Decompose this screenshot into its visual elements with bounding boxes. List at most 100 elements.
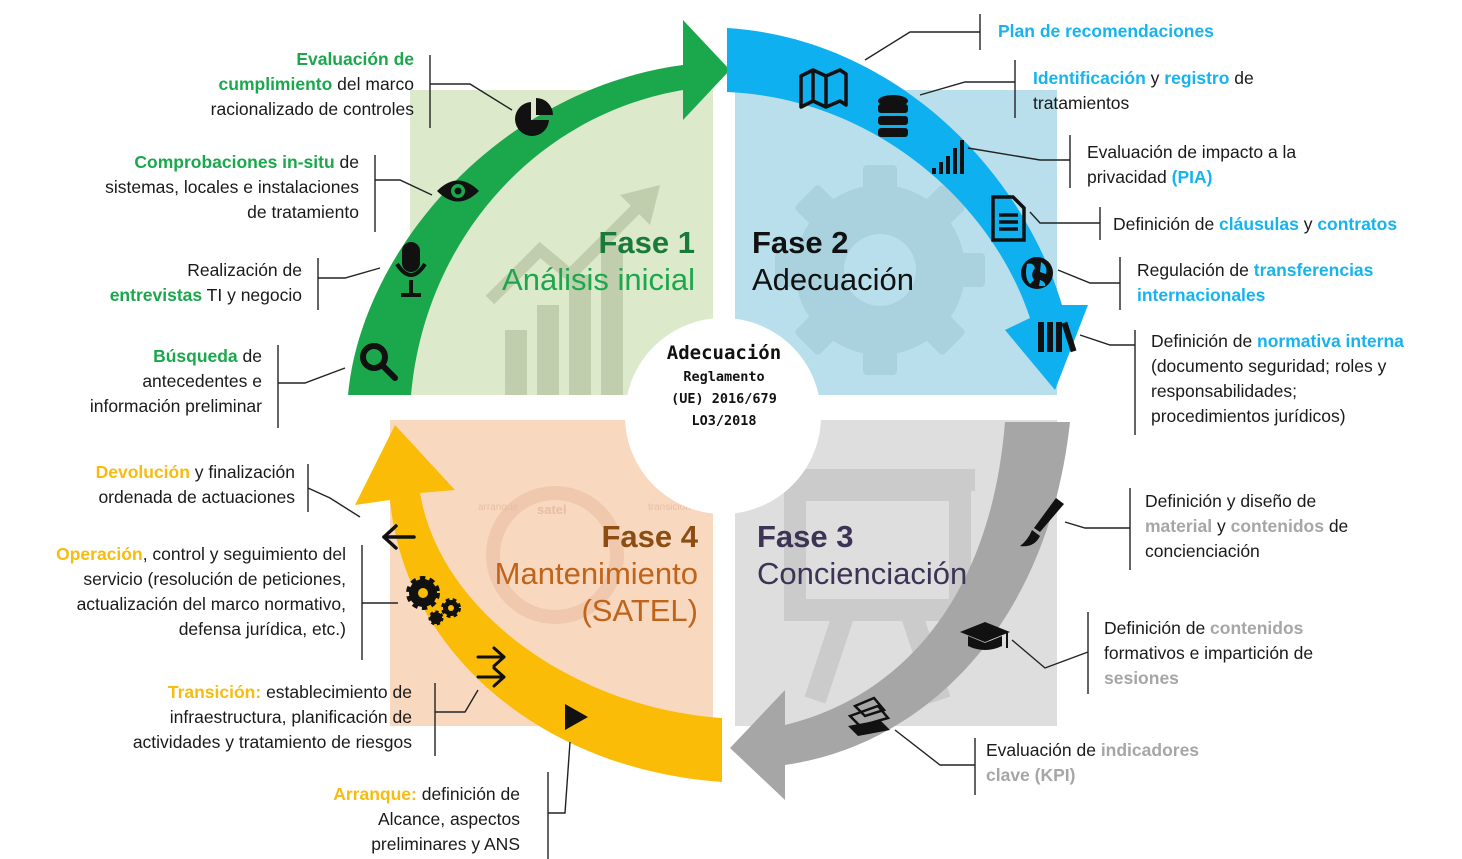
- label-text: Alcance, aspectos: [377, 809, 520, 829]
- label-text: entrevistas: [109, 285, 203, 305]
- graduation-cap-icon: [960, 622, 1010, 650]
- phase1-heading: Fase 1 Análisis inicial: [455, 224, 695, 298]
- label-text: formativos e impartición de: [1104, 643, 1314, 663]
- label-text: de: [1229, 68, 1254, 88]
- label-text: Definición de: [1104, 618, 1211, 638]
- label-text: Búsqueda: [153, 346, 238, 366]
- label-text: defensa jurídica, etc.): [178, 619, 346, 639]
- label-text: Regulación de: [1137, 260, 1254, 280]
- label-text: Comprobaciones in-situ: [134, 152, 335, 172]
- phase2-number: Fase 2: [752, 225, 849, 260]
- label-text: procedimientos jurídicos): [1151, 406, 1346, 426]
- label-text: de: [1323, 516, 1349, 536]
- label-text: concienciación: [1145, 541, 1260, 561]
- papers-icon: [847, 696, 891, 736]
- satel-cycle-watermark: satel arranque transición: [478, 486, 691, 624]
- label-text: Arranque:: [333, 784, 417, 804]
- eye-icon: [437, 180, 479, 202]
- label-text: del marco: [332, 74, 414, 94]
- label-text: contenidos: [1230, 516, 1324, 536]
- phase4-heading: Fase 4 Mantenimiento (SATEL): [455, 518, 698, 629]
- label-text: contratos: [1317, 214, 1398, 234]
- label-text: Definición de: [1151, 331, 1258, 351]
- growth-chart-watermark: [485, 185, 660, 395]
- label-busqueda: Búsqueda de antecedentes e información p…: [2, 344, 262, 419]
- phase1-name: Análisis inicial: [502, 262, 695, 297]
- center-line-1: Reglamento: [683, 369, 765, 385]
- label-text: preliminares y ANS: [371, 834, 520, 854]
- label-text: clave (KPI): [986, 765, 1076, 785]
- label-text: establecimiento de: [261, 682, 412, 702]
- label-text: ordenada de actuaciones: [98, 487, 295, 507]
- label-operacion: Operación, control y seguimiento del ser…: [6, 542, 346, 642]
- magnifier-icon: [360, 343, 398, 381]
- label-text: TI y negocio: [202, 285, 302, 305]
- play-icon: [565, 704, 588, 730]
- label-text: sesiones: [1104, 668, 1179, 688]
- label-text: cumplimiento: [218, 74, 333, 94]
- phase2-heading: Fase 2 Adecuación: [752, 224, 992, 298]
- label-text: información preliminar: [89, 396, 262, 416]
- phase3-name: Concienciación: [757, 556, 968, 591]
- label-text: de: [237, 346, 262, 366]
- label-text: de: [334, 152, 359, 172]
- phase3-grey-arrow: [730, 422, 1070, 800]
- label-text: antecedentes e: [142, 371, 262, 391]
- label-text: y: [1145, 68, 1165, 88]
- label-text: cláusulas: [1219, 214, 1299, 234]
- center-line-2: (UE) 2016/679: [671, 391, 777, 407]
- signal-bars-icon: [932, 140, 964, 174]
- pie-chart-icon: [515, 98, 553, 136]
- watermark-transicion: transición: [648, 502, 691, 513]
- label-material-concienciacion: Definición y diseño de material y conten…: [1145, 489, 1445, 564]
- phase4-name: Mantenimiento (SATEL): [494, 556, 698, 628]
- label-devolucion: Devolución y finalización ordenada de ac…: [5, 460, 295, 510]
- label-text: Operación: [56, 544, 143, 564]
- label-text: y: [1212, 516, 1231, 536]
- label-text: internacionales: [1137, 285, 1266, 305]
- watermark-satel: satel: [537, 502, 567, 517]
- label-text: Realización de: [187, 260, 302, 280]
- phase3-number: Fase 3: [757, 519, 854, 554]
- label-identificacion-registro: Identificación y registro de tratamiento…: [1033, 66, 1333, 116]
- label-clausulas-contratos: Definición de cláusulas y contratos: [1113, 212, 1458, 237]
- microphone-icon: [395, 242, 427, 297]
- label-text: Evaluación de: [296, 49, 414, 69]
- phase2-name: Adecuación: [752, 262, 915, 297]
- label-normativa-interna: Definición de normativa interna (documen…: [1151, 329, 1456, 429]
- center-line-3: LO3/2018: [691, 413, 757, 429]
- label-text: material: [1145, 516, 1213, 536]
- label-entrevistas: Realización de entrevistas TI y negocio: [42, 258, 302, 308]
- label-text: sistemas, locales e instalaciones: [105, 177, 359, 197]
- center-hub: [625, 318, 821, 514]
- phase1-number: Fase 1: [598, 225, 695, 260]
- label-text: y finalización: [189, 462, 295, 482]
- label-text: , control y seguimiento del: [142, 544, 346, 564]
- label-text: transferencias: [1253, 260, 1374, 280]
- double-arrow-icon: [476, 646, 506, 688]
- label-text: actividades y tratamiento de riesgos: [132, 732, 412, 752]
- document-icon: [991, 195, 1026, 242]
- label-contenidos-formativos: Definición de contenidos formativos e im…: [1104, 616, 1404, 691]
- leader-lines: [277, 14, 1136, 859]
- label-text: definición de: [416, 784, 520, 804]
- gear-watermark: [775, 165, 985, 375]
- label-text: registro: [1164, 68, 1230, 88]
- label-text: privacidad: [1087, 167, 1172, 187]
- books-icon: [1038, 321, 1077, 353]
- label-transicion: Transición: establecimiento de infraestr…: [92, 680, 412, 755]
- paintbrush-icon: [1020, 498, 1064, 547]
- label-indicadores-kpi: Evaluación de indicadores clave (KPI): [986, 738, 1286, 788]
- label-text: Definición de: [1113, 214, 1220, 234]
- label-text: y: [1298, 214, 1318, 234]
- label-text: actualización del marco normativo,: [76, 594, 346, 614]
- label-plan-recomendaciones: Plan de recomendaciones: [998, 19, 1298, 44]
- label-text: Evaluación de: [986, 740, 1101, 760]
- center-title: Adecuación: [666, 342, 782, 364]
- globe-icon: [1021, 257, 1053, 289]
- label-text: indicadores: [1100, 740, 1200, 760]
- label-text: Plan de recomendaciones: [998, 21, 1214, 41]
- map-icon: [799, 68, 848, 109]
- label-text: Devolución: [95, 462, 190, 482]
